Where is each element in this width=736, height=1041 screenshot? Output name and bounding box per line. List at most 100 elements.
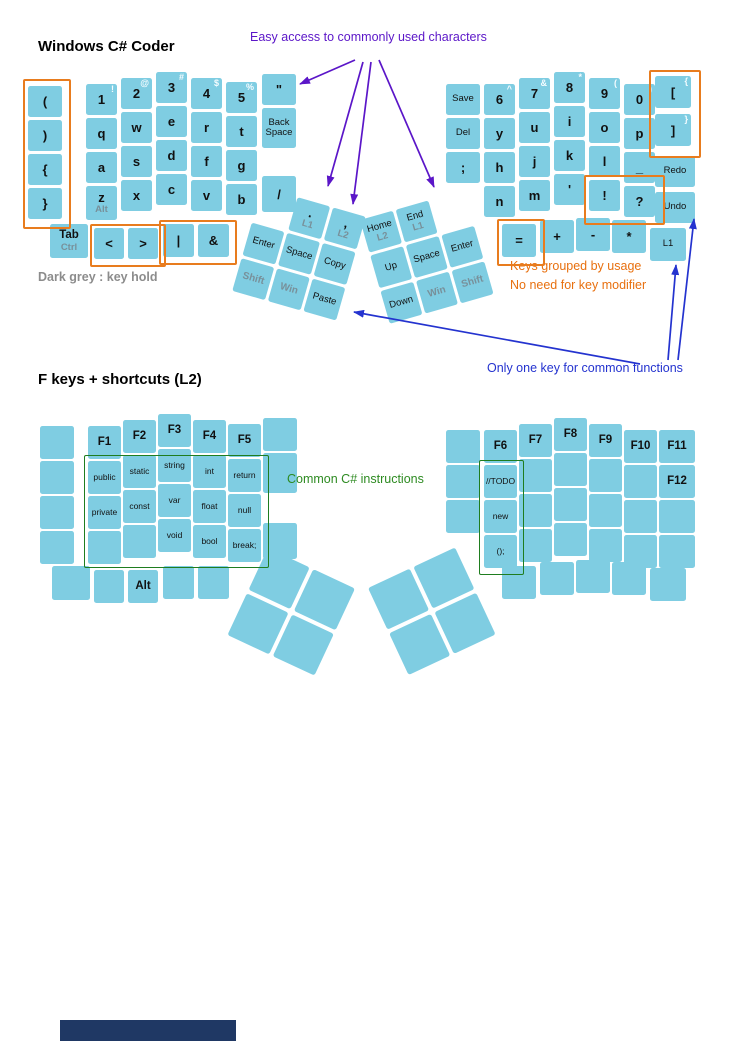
key-space: Space	[277, 232, 321, 275]
key-2: 2@	[121, 78, 152, 109]
key-var: var	[158, 484, 191, 517]
key-q: q	[86, 118, 117, 149]
key-static: static	[123, 455, 156, 488]
key-5: 5%	[226, 82, 257, 113]
key-f4: F4	[193, 420, 226, 453]
key-paste: Paste	[303, 278, 346, 321]
key-blank	[263, 418, 297, 451]
key-alt: Alt	[128, 570, 158, 603]
key-v: v	[191, 180, 222, 211]
key-save: Save	[446, 84, 480, 115]
key-public: public	[88, 461, 121, 494]
key-y: y	[484, 118, 515, 149]
footer-color-bar	[60, 1020, 236, 1041]
highlight-cs-keywords	[84, 455, 269, 568]
key-blank	[52, 566, 90, 600]
key-blank	[576, 560, 610, 593]
key-k: k	[554, 140, 585, 171]
key-6: 6^	[484, 84, 515, 115]
key-blank	[163, 566, 194, 599]
key-r: r	[191, 112, 222, 143]
key-symbol: ?	[624, 186, 655, 217]
key-o: o	[589, 112, 620, 143]
key-c: c	[156, 174, 187, 205]
key-blank	[519, 494, 552, 527]
key-back-space: Back Space	[262, 108, 296, 148]
key-blank	[94, 570, 124, 603]
key-blank	[650, 568, 686, 601]
key-blank	[659, 535, 695, 568]
key-shift: Shift	[451, 261, 494, 304]
key-blank	[88, 531, 121, 564]
key-f5: F5	[228, 424, 261, 457]
key-enter: Enter	[242, 222, 285, 265]
key-new: new	[484, 500, 517, 533]
key-symbol: }	[28, 188, 62, 219]
key-blank	[519, 459, 552, 492]
annotation-common-cs: Common C# instructions	[287, 472, 424, 486]
legend-dark-grey-key-hold: Dark grey : key hold	[38, 270, 158, 284]
key-float: float	[193, 490, 226, 523]
key-blank	[198, 566, 229, 599]
key-symbol: [{	[655, 76, 691, 108]
key-return: return	[228, 459, 261, 492]
key-symbol: !	[589, 180, 620, 211]
key-del: Del	[446, 118, 480, 149]
key-f1: F1	[88, 426, 121, 459]
key-break: break;	[228, 529, 261, 562]
key-f11: F11	[659, 430, 695, 463]
key-redo: Redo	[655, 156, 695, 187]
key-s: s	[121, 146, 152, 177]
highlight-exclaim-question	[584, 175, 665, 225]
key-null: null	[228, 494, 261, 527]
key-blank	[624, 500, 657, 533]
key-blank	[446, 500, 480, 533]
key-win: Win	[415, 271, 459, 314]
annotation-easy-access: Easy access to commonly used characters	[250, 30, 487, 44]
key-win: Win	[267, 268, 310, 311]
key-1: 1!	[86, 84, 117, 115]
key-t: t	[226, 116, 257, 147]
key-4: 4$	[191, 78, 222, 109]
key-symbol: *	[612, 220, 646, 253]
key-l: l	[589, 146, 620, 177]
key-blank	[40, 496, 74, 529]
key-space: Space	[405, 235, 448, 279]
key-m: m	[519, 180, 550, 211]
key-j: j	[519, 146, 550, 177]
key-symbol: >	[128, 228, 158, 259]
key-u: u	[519, 112, 550, 143]
key-symbol: =	[502, 224, 536, 257]
key-f2: F2	[123, 420, 156, 453]
section-title-l2: F keys + shortcuts (L2)	[38, 371, 202, 388]
key-symbol: "	[262, 74, 296, 105]
key-blank	[589, 494, 622, 527]
key-symbol: <	[94, 228, 124, 259]
key-d: d	[156, 140, 187, 171]
key-symbol: .L1	[288, 197, 331, 240]
key-bool: bool	[193, 525, 226, 558]
key-blank	[554, 488, 587, 521]
key-enter: Enter	[441, 225, 484, 268]
key-symbol: /	[262, 176, 296, 212]
key-blank	[40, 531, 74, 564]
highlight-cs-shortcuts	[479, 460, 524, 575]
key-symbol: ]}	[655, 114, 691, 146]
key-undo: Undo	[655, 192, 695, 223]
key-f3: F3	[158, 414, 191, 447]
key-blank	[40, 461, 74, 494]
key-shift: Shift	[232, 258, 275, 301]
key-b: b	[226, 184, 257, 215]
key-blank	[624, 465, 657, 498]
key-a: a	[86, 152, 117, 183]
key-blank	[659, 500, 695, 533]
key-blank	[446, 465, 480, 498]
key-blank	[540, 562, 574, 595]
key-symbol: )	[28, 120, 62, 151]
highlight-equals-key	[497, 219, 545, 266]
key-const: const	[123, 490, 156, 523]
key-symbol: ;	[446, 152, 480, 183]
